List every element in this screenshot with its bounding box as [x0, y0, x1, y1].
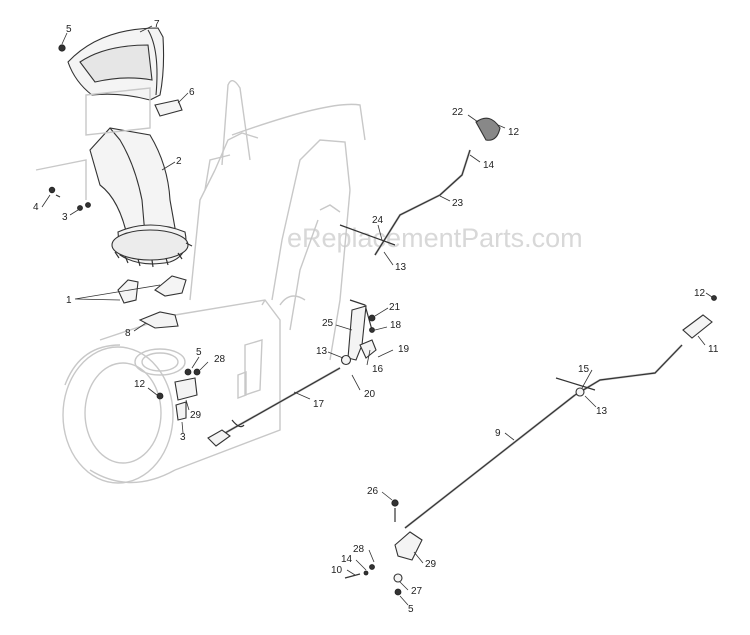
callout-12-right: 12: [694, 288, 706, 299]
lower-bracket-29: [156, 368, 201, 421]
callout-19: 19: [398, 344, 410, 355]
discharge-chute: [89, 127, 193, 268]
callout-3-lower: 3: [180, 432, 186, 443]
callout-29-mid: 29: [190, 410, 202, 421]
leader-lines: [41, 25, 713, 606]
callout-9: 9: [495, 428, 501, 439]
callout-22: 22: [452, 107, 464, 118]
callout-29-lower: 29: [425, 559, 437, 570]
callout-10: 10: [331, 565, 343, 576]
chute-fasteners: [48, 186, 91, 211]
callout-labels: 5 7 6 2 4 3 1 8 22 12 14 23 24 13 21 25 …: [33, 19, 719, 615]
shift-rod-9: [404, 344, 683, 529]
callout-7: 7: [154, 19, 160, 30]
callout-5-top: 5: [66, 24, 72, 35]
callout-26: 26: [367, 486, 379, 497]
callout-14-lower: 14: [341, 554, 353, 565]
callout-1: 1: [66, 295, 72, 306]
callout-13-mid: 13: [316, 346, 328, 357]
callout-12-mid: 12: [134, 379, 146, 390]
watermark: eReplacementParts.com: [287, 223, 583, 253]
bolt-5-top: [58, 44, 66, 52]
callout-3-upper: 3: [62, 212, 68, 223]
callout-2: 2: [176, 156, 182, 167]
handle-grip-11: [682, 314, 713, 339]
callout-8: 8: [125, 328, 131, 339]
callout-25: 25: [322, 318, 334, 329]
crank-knob: [475, 117, 501, 141]
callout-11: 11: [708, 344, 719, 355]
callout-4: 4: [33, 202, 39, 213]
crank-bracket: [340, 305, 377, 366]
flange-keeper: [138, 311, 179, 329]
callout-16: 16: [372, 364, 384, 375]
chute-keepers: [117, 275, 187, 304]
callout-24: 24: [372, 215, 384, 226]
callout-5-mid: 5: [196, 347, 202, 358]
callout-21: 21: [389, 302, 401, 313]
chute-rod-17: [207, 367, 341, 447]
callout-15: 15: [578, 364, 590, 375]
callout-20: 20: [364, 389, 376, 400]
chute-deflector: [67, 27, 165, 101]
callout-12-crank: 12: [508, 127, 520, 138]
callout-5-lower: 5: [408, 604, 414, 615]
deflector-bracket: [154, 99, 183, 117]
cap-12-right: [711, 295, 717, 301]
crank-rod-upper: [339, 149, 472, 331]
callout-28-lower: 28: [353, 544, 365, 555]
callout-6: 6: [189, 87, 195, 98]
callout-23: 23: [452, 198, 464, 209]
auger-housing: [62, 344, 186, 484]
callout-13-right: 13: [596, 406, 608, 417]
callout-28-mid: 28: [214, 354, 226, 365]
callout-14-crank: 14: [483, 160, 495, 171]
callout-13-upper: 13: [395, 262, 407, 273]
callout-27: 27: [411, 586, 423, 597]
callout-18: 18: [390, 320, 402, 331]
callout-17: 17: [313, 399, 325, 410]
